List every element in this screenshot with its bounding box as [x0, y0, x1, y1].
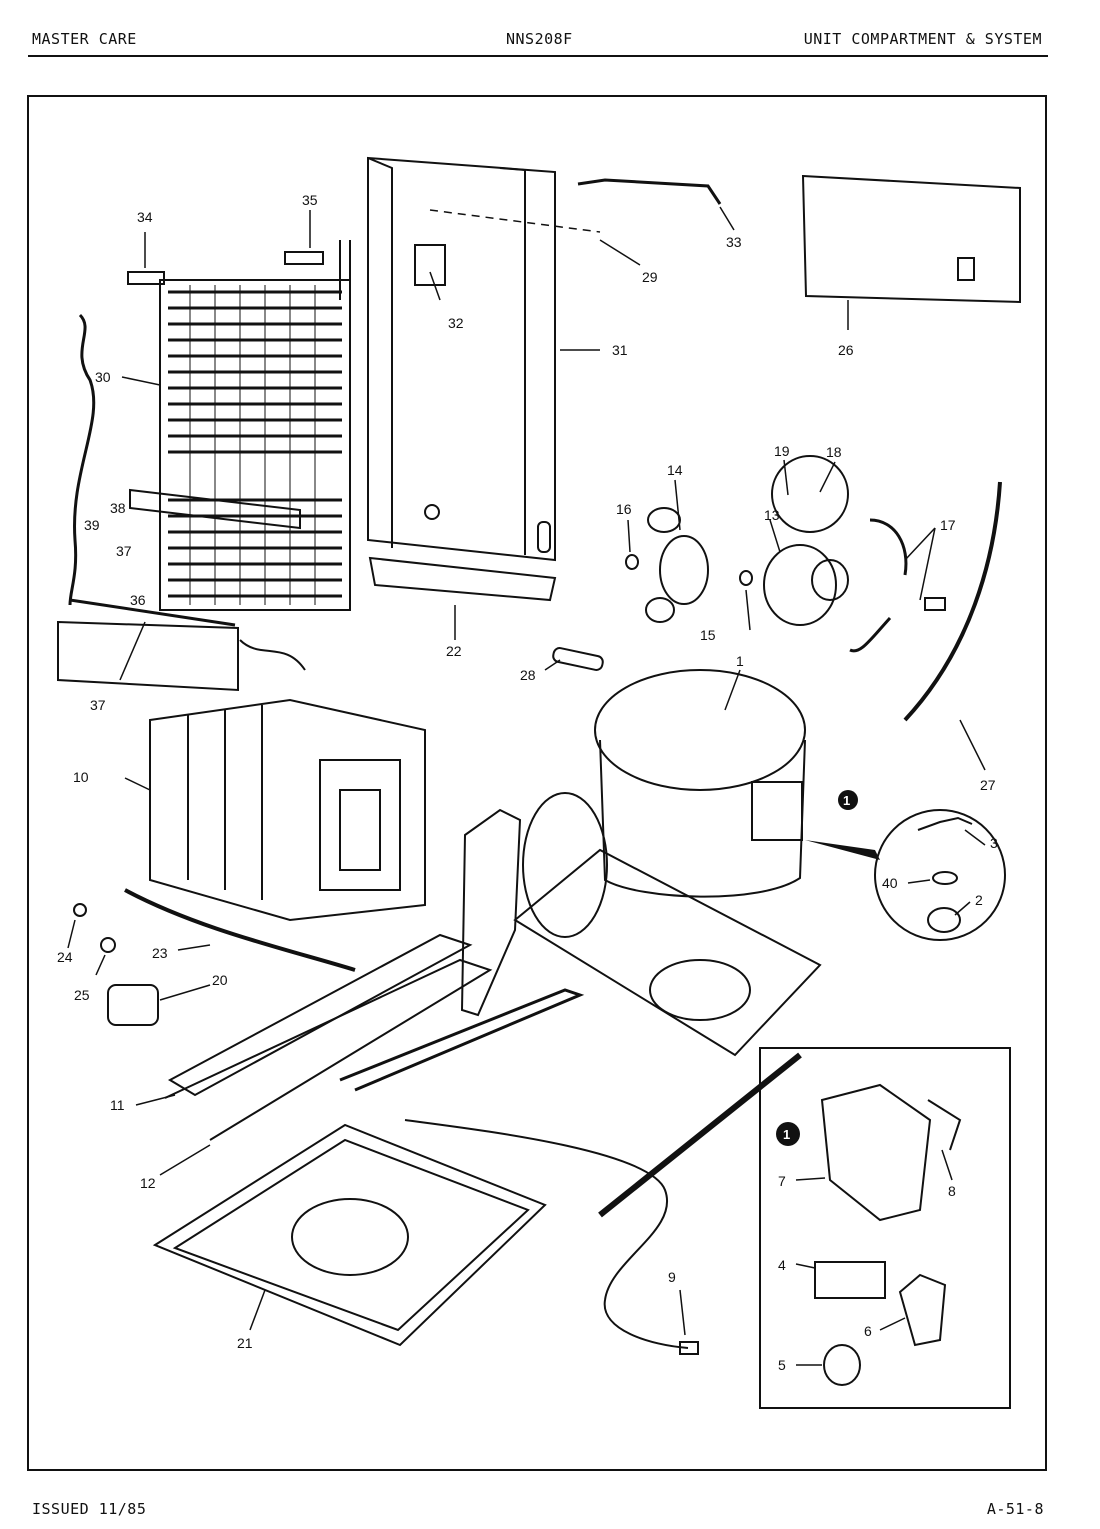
header-rule	[28, 55, 1048, 57]
callout-17: 17	[940, 517, 956, 533]
part-24	[73, 903, 87, 917]
callout-16: 16	[616, 501, 632, 517]
callout-4: 4	[778, 1257, 786, 1273]
callout-20: 20	[212, 972, 228, 988]
callout-8: 8	[948, 1183, 956, 1199]
callout-30: 30	[95, 369, 111, 385]
callout-18: 18	[826, 444, 842, 460]
callout-10: 10	[73, 769, 89, 785]
header-brand: MASTER CARE	[32, 30, 137, 48]
compressor	[594, 669, 806, 898]
drain-pan	[152, 1123, 547, 1347]
callout-9: 9	[668, 1269, 676, 1285]
cabinet-panel	[367, 156, 601, 562]
callout-40: 40	[882, 875, 898, 891]
footer-issue-date: ISSUED 11/85	[32, 1500, 147, 1518]
callout-19: 19	[774, 443, 790, 459]
callout-37-lower: 37	[90, 697, 106, 713]
callout-38: 38	[110, 500, 126, 516]
callout-26: 26	[838, 342, 854, 358]
tube-23	[124, 888, 356, 972]
callout-27: 27	[980, 777, 996, 793]
callout-23: 23	[152, 945, 168, 961]
callout-28: 28	[520, 667, 536, 683]
power-cord	[404, 1119, 689, 1349]
callout-13: 13	[764, 507, 780, 523]
base-frame	[164, 792, 822, 1218]
evaporator	[149, 698, 426, 922]
header-model: NNS208F	[506, 30, 573, 48]
part-35-block	[284, 251, 324, 265]
callout-5: 5	[778, 1357, 786, 1373]
callout-33: 33	[726, 234, 742, 250]
ref-marker-inset: 1	[783, 1127, 790, 1142]
cover-panel	[801, 174, 1021, 304]
part-25	[100, 937, 116, 953]
callout-21: 21	[237, 1335, 253, 1351]
callout-2: 2	[975, 892, 983, 908]
callout-14: 14	[667, 462, 683, 478]
part-20	[107, 984, 159, 1026]
callout-6: 6	[864, 1323, 872, 1339]
fan-assembly	[625, 455, 946, 653]
callout-37-upper: 37	[116, 543, 132, 559]
callout-39: 39	[84, 517, 100, 533]
callout-24: 24	[57, 949, 73, 965]
drip-tray	[368, 556, 557, 602]
grommet-detail	[805, 790, 1006, 941]
callout-12: 12	[140, 1175, 156, 1191]
callout-35: 35	[302, 192, 318, 208]
tubing-27	[903, 481, 1002, 722]
callout-31: 31	[612, 342, 628, 358]
condenser-coil	[127, 240, 351, 611]
callout-7: 7	[778, 1173, 786, 1189]
header-section: UNIT COMPARTMENT & SYSTEM	[803, 30, 1042, 48]
callout-15: 15	[700, 627, 716, 643]
callout-22: 22	[446, 643, 462, 659]
relay-inset	[759, 1047, 1011, 1409]
callout-36: 36	[130, 592, 146, 608]
callout-29: 29	[642, 269, 658, 285]
callout-25: 25	[74, 987, 90, 1003]
callout-3: 3	[990, 835, 998, 851]
footer-page-code: A-51-8	[986, 1500, 1044, 1518]
callout-11: 11	[110, 1097, 125, 1113]
ref-marker-compressor: 1	[843, 793, 850, 808]
drier	[552, 647, 604, 671]
diagram-frame	[27, 95, 1047, 1471]
condenser-brackets	[57, 313, 306, 692]
callout-1: 1	[736, 653, 744, 669]
callout-34: 34	[137, 209, 153, 225]
part-33-rod	[577, 178, 722, 205]
leader-lines	[67, 206, 986, 1366]
callout-32: 32	[448, 315, 464, 331]
